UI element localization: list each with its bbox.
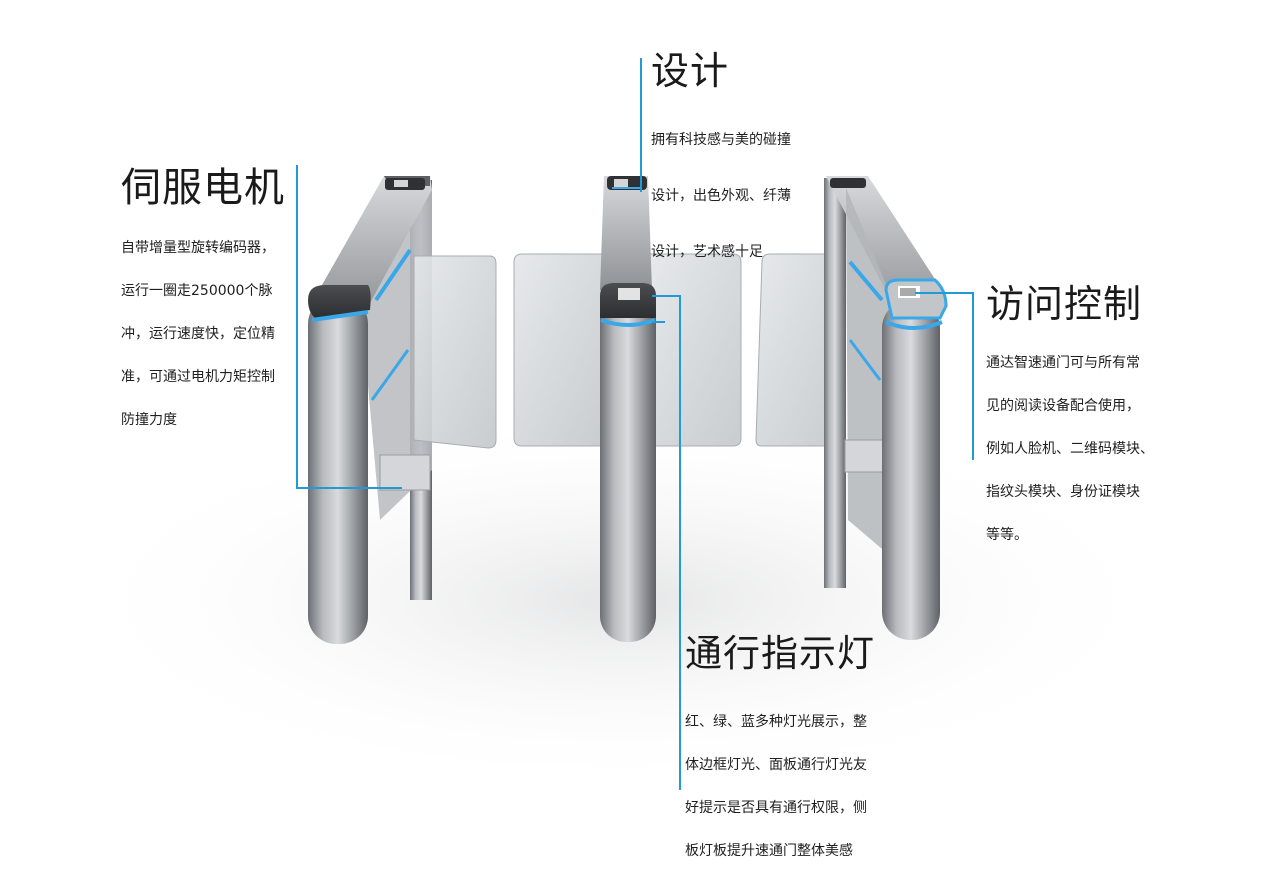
left-glass-wing	[413, 255, 497, 449]
callout-access-title: 访问控制	[986, 282, 1143, 326]
callout-line: 运行一圈走250000个脉	[121, 282, 273, 299]
callout-servo-motor: 伺服电机 自带增量型旋转编码器， 运行一圈走250000个脉 冲，运行速度快，定…	[121, 168, 301, 453]
callout-line: 拥有科技感与美的碰撞	[651, 132, 791, 148]
callout-line: 准，可通过电机力矩控制	[121, 368, 275, 385]
center-glass-left	[513, 253, 605, 447]
callout-line: 体边框灯光、面板通行灯光友	[685, 756, 867, 773]
leader-access	[915, 292, 974, 460]
center-cabinet	[513, 176, 742, 642]
card-reader-icon	[394, 180, 408, 187]
callout-indicator-body: 红、绿、蓝多种灯光展示，整 体边框灯光、面板通行灯光友 好提示是否具有通行权限，…	[685, 690, 910, 884]
callout-indicator-title: 通行指示灯	[685, 632, 875, 675]
callout-line: 等等。	[986, 526, 1028, 543]
callout-line: 设计，艺术感十足	[651, 244, 763, 260]
callout-line: 板灯板提升速通门整体美感	[685, 842, 853, 859]
callout-indicator-light: 通行指示灯 红、绿、蓝多种灯光展示，整 体边框灯光、面板通行灯光友 好提示是否具…	[685, 635, 910, 884]
callout-design: 设计 拥有科技感与美的碰撞 设计，出色外观、纤薄 设计，艺术感十足	[651, 52, 826, 294]
callout-line: 防撞力度	[121, 411, 177, 428]
callout-servo-body: 自带增量型旋转编码器， 运行一圈走250000个脉 冲，运行速度快，定位精 准，…	[121, 216, 301, 453]
center-glass-right	[647, 253, 742, 447]
callout-servo-title: 伺服电机	[121, 165, 285, 211]
callout-line: 指纹头模块、身份证模块	[986, 483, 1140, 500]
callout-line: 红、绿、蓝多种灯光展示，整	[685, 713, 867, 730]
leader-servo	[296, 165, 402, 489]
product-showcase: 伺服电机 自带增量型旋转编码器， 运行一圈走250000个脉 冲，运行速度快，定…	[60, 52, 1180, 859]
callout-design-title: 设计	[651, 49, 730, 93]
callout-access-control: 访问控制 通达智速通门可与所有常 见的阅读设备配合使用， 例如人脸机、二维码模块…	[986, 285, 1176, 568]
callout-line: 自带增量型旋转编码器，	[121, 239, 275, 256]
callout-line: 例如人脸机、二维码模块、	[986, 440, 1154, 457]
leader-indicator	[652, 295, 681, 790]
callout-line: 设计，出色外观、纤薄	[651, 188, 791, 204]
callout-design-body: 拥有科技感与美的碰撞 设计，出色外观、纤薄 设计，艺术感十足	[651, 98, 826, 294]
right-cabinet	[755, 176, 948, 640]
leader-lines	[296, 58, 974, 790]
callout-line: 好提示是否具有通行权限，侧	[685, 799, 867, 816]
callout-line: 冲，运行速度快，定位精	[121, 325, 275, 342]
turnstile-illustration	[60, 58, 1180, 790]
callout-line: 通达智速通门可与所有常	[986, 354, 1140, 371]
callout-access-body: 通达智速通门可与所有常 见的阅读设备配合使用， 例如人脸机、二维码模块、 指纹头…	[986, 331, 1176, 568]
callout-line: 见的阅读设备配合使用，	[986, 397, 1140, 414]
